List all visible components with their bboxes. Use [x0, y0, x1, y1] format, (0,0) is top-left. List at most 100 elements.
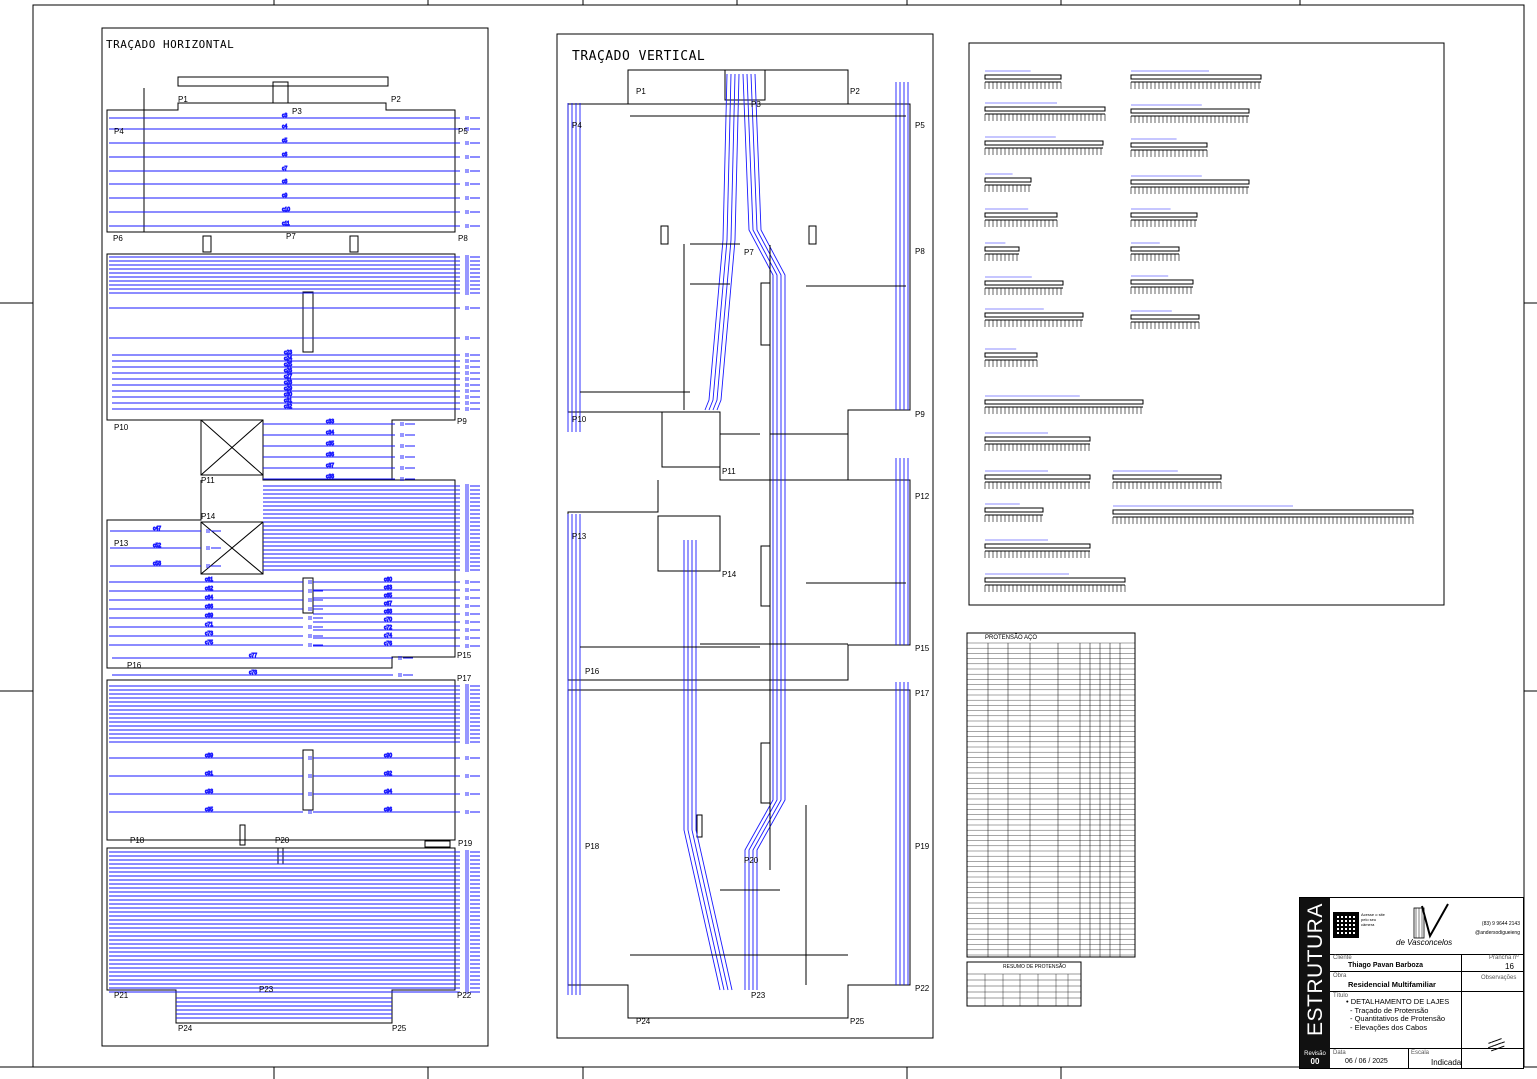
cable-elevation	[1130, 310, 1200, 329]
notes-label: Observações	[1481, 975, 1517, 981]
anchor-mark	[400, 477, 415, 481]
anchor-mark	[465, 732, 480, 736]
anchor-mark	[465, 580, 480, 584]
tendon-label: c96	[384, 807, 392, 813]
anchor-mark	[465, 990, 480, 994]
anchor-mark	[465, 283, 480, 287]
pillar-label: P25	[392, 1024, 407, 1033]
title-block: ESTRUTURA Revisão 00 Acesse o site pelo …	[1299, 897, 1524, 1069]
anchor-mark	[308, 589, 323, 593]
pillar-label: P12	[915, 492, 930, 501]
tendon-label: c65	[384, 593, 392, 599]
pillar-label: P21	[114, 991, 129, 1000]
tendon-path	[695, 540, 733, 991]
anchor-mark	[465, 588, 480, 592]
pillar-label: P24	[178, 1024, 193, 1033]
pillar-label: P18	[130, 836, 145, 845]
anchor-mark	[465, 700, 480, 704]
quantities-table: PROTENSÃO AÇO	[966, 632, 1136, 958]
qr-code-icon[interactable]	[1333, 912, 1359, 938]
anchor-mark	[465, 894, 480, 898]
tendon-path	[716, 73, 740, 411]
pillar-label: P16	[127, 661, 142, 670]
anchor-mark	[465, 858, 480, 862]
anchor-mark	[465, 336, 480, 340]
tendon-label: c91	[205, 771, 213, 777]
anchor-mark	[465, 774, 480, 778]
pillar-label: P1	[178, 95, 188, 104]
pillar-label: P14	[201, 512, 216, 521]
anchor-mark	[465, 942, 480, 946]
anchor-mark	[465, 259, 480, 263]
anchor-mark	[465, 866, 480, 870]
tendon-label: c94	[384, 789, 392, 795]
tendon-label: c26	[284, 368, 292, 374]
pillar-label: P18	[585, 842, 600, 851]
anchor-mark	[465, 127, 480, 131]
tendon-label: c63	[384, 585, 392, 591]
phone-text: (83) 9 9644 2143	[1481, 921, 1520, 927]
anchor-mark	[465, 116, 480, 120]
tendon-label: c36	[326, 452, 334, 458]
anchor-mark	[465, 966, 480, 970]
anchor-mark	[465, 740, 480, 744]
anchor-mark	[465, 692, 480, 696]
cable-elevation	[984, 173, 1032, 192]
cable-elevation	[984, 470, 1091, 489]
cable-elevation	[1130, 275, 1194, 294]
tendon-label: c70	[384, 617, 392, 623]
cable-elevation	[984, 308, 1084, 327]
pillar-label: P7	[744, 248, 754, 257]
anchor-mark	[465, 918, 480, 922]
anchor-mark	[465, 488, 480, 492]
pillar-label: P3	[751, 100, 761, 109]
revision-value: 00	[1310, 1057, 1320, 1066]
anchor-mark	[465, 704, 480, 708]
anchor-mark	[465, 862, 480, 866]
tendon-label: c61	[205, 577, 213, 583]
cable-elevation	[984, 348, 1038, 367]
discipline-band: ESTRUTURA	[1300, 898, 1330, 1068]
anchor-mark	[465, 910, 480, 914]
anchor-mark	[465, 524, 480, 528]
tendon-label: c27	[284, 374, 292, 380]
anchor-mark	[465, 267, 480, 271]
anchor-mark	[465, 810, 480, 814]
tendon-label: c31	[284, 398, 292, 404]
tendon-label: c11	[282, 221, 290, 227]
anchor-mark	[465, 954, 480, 958]
drawing-title-line: - Elevações dos Cabos	[1350, 1022, 1428, 1032]
tendon-label: c35	[326, 441, 334, 447]
tendon-path	[712, 73, 736, 411]
anchor-mark	[400, 466, 415, 470]
anchor-mark	[465, 688, 480, 692]
pillar-label: P20	[744, 856, 759, 865]
anchor-mark	[465, 958, 480, 962]
tendon-label: c34	[326, 430, 334, 436]
pillar-label: P23	[259, 985, 274, 994]
cable-elevation	[1112, 505, 1414, 524]
pillar-label: P15	[915, 644, 930, 653]
tendon-label: c90	[384, 753, 392, 759]
drawing-title-line: • DETALHAMENTO DE LAJES	[1346, 997, 1450, 1006]
tendon-path	[704, 73, 728, 411]
anchor-mark	[465, 540, 480, 544]
anchor-mark	[465, 914, 480, 918]
anchor-mark	[465, 141, 480, 145]
pillar-label: P1	[636, 87, 646, 96]
anchor-mark	[465, 291, 480, 295]
anchor-mark	[465, 224, 480, 228]
anchor-mark	[465, 520, 480, 524]
anchor-mark	[465, 287, 480, 291]
pillar-label: P20	[275, 836, 290, 845]
tendon-label: c6	[282, 152, 288, 158]
anchor-mark	[465, 934, 480, 938]
tendon-label: c10	[282, 207, 290, 213]
tendon-label: c5	[282, 138, 288, 144]
legend-table: RESUMO DE PROTENSÃO	[966, 961, 1082, 1007]
scale-value: Indicada	[1431, 1058, 1462, 1067]
anchor-mark	[465, 974, 480, 978]
anchor-mark	[465, 271, 480, 275]
